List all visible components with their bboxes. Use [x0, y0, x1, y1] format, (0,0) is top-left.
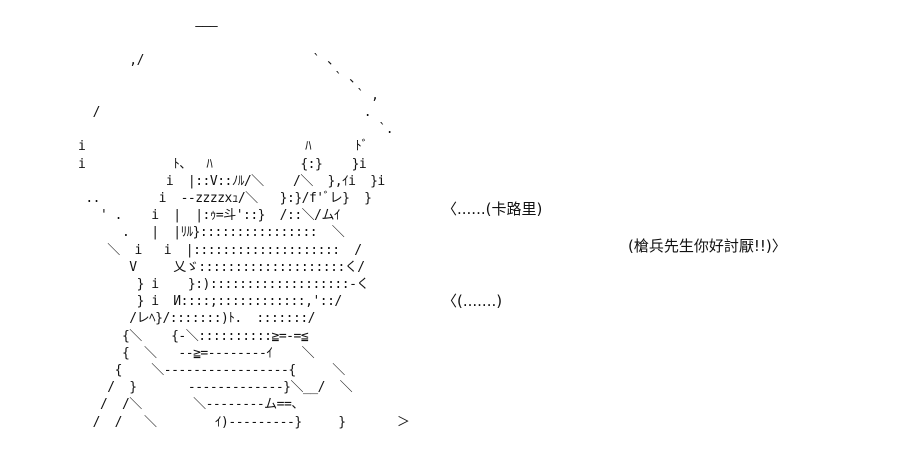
dialogue-line-1: 〈......(卡路里)	[442, 200, 543, 218]
dialogue-line-3: 〈(.......)	[442, 292, 503, 310]
ascii-art-figure: ――― ,/ ` 、 ` 、 ` , / .	[78, 19, 410, 430]
dialogue-line-2: (槍兵先生你好討厭!!)〉	[628, 237, 787, 255]
